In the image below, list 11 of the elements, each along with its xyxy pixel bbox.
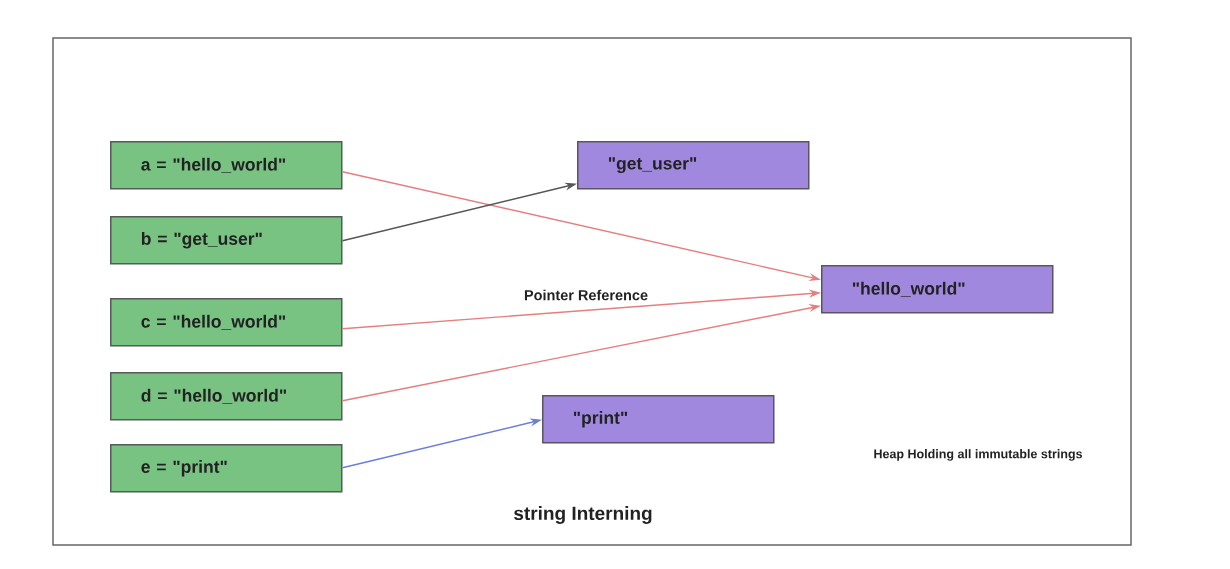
caption: string Interning — [514, 506, 652, 524]
string-box: "get_user" — [577, 141, 810, 190]
annotation: Heap Holding all immutable strings — [874, 449, 1083, 461]
variable-box: e = "print" — [110, 444, 343, 493]
string-box: "print" — [542, 395, 775, 444]
string-box: "hello_world" — [821, 265, 1054, 314]
variable-box: c = "hello_world" — [110, 298, 343, 347]
variable-box: b = "get_user" — [110, 216, 343, 265]
variable-box: d = "hello_world" — [110, 372, 343, 421]
variable-box: a = "hello_world" — [110, 141, 343, 190]
annotation: Pointer Reference — [524, 289, 648, 301]
